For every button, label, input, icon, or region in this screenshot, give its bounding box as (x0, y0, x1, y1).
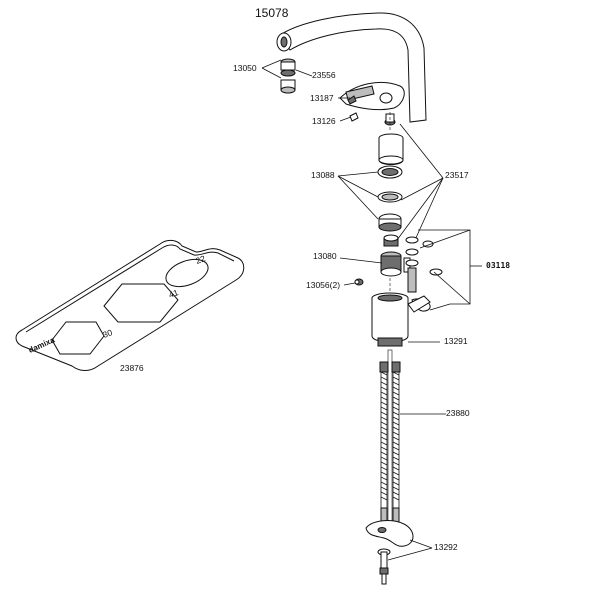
part-label-13187: 13187 (310, 93, 334, 103)
grub-screw-13126 (349, 112, 359, 122)
part-label-03118: 03118 (486, 261, 510, 270)
screw-13187 (347, 95, 357, 105)
faucet-body-13291 (371, 292, 431, 347)
aerator-assembly (280, 58, 296, 94)
part-label-13050: 13050 (233, 63, 257, 73)
cartridge-13080 (380, 251, 411, 277)
part-label-13126: 13126 (312, 116, 336, 126)
mounting-kit-13292 (365, 520, 414, 585)
part-label-23880: 23880 (446, 408, 470, 418)
part-label-13080: 13080 (313, 251, 337, 261)
wrench-tool-23876 (15, 239, 245, 371)
diagram-title: 15078 (255, 6, 289, 20)
part-label-23876: 23876 (120, 363, 144, 373)
plug-13056 (354, 278, 364, 286)
wrench-size-22: 22 (194, 253, 207, 266)
wrench-size-30: 30 (101, 327, 114, 340)
part-label-13291: 13291 (444, 336, 468, 346)
wrench-size-41: 41 (167, 287, 180, 300)
handle-lever (339, 81, 405, 111)
nut-rings-13088 (377, 165, 403, 232)
part-label-13292: 13292 (434, 542, 458, 552)
faucet-spout (276, 12, 427, 123)
hoses-23880 (379, 349, 401, 531)
part-label-13056: 13056(2) (306, 280, 340, 290)
screw-23517 (383, 234, 399, 247)
column-cap (378, 133, 404, 165)
part-label-13088: 13088 (311, 170, 335, 180)
part-label-23517: 23517 (445, 170, 469, 180)
part-label-23556: 23556 (312, 70, 336, 80)
